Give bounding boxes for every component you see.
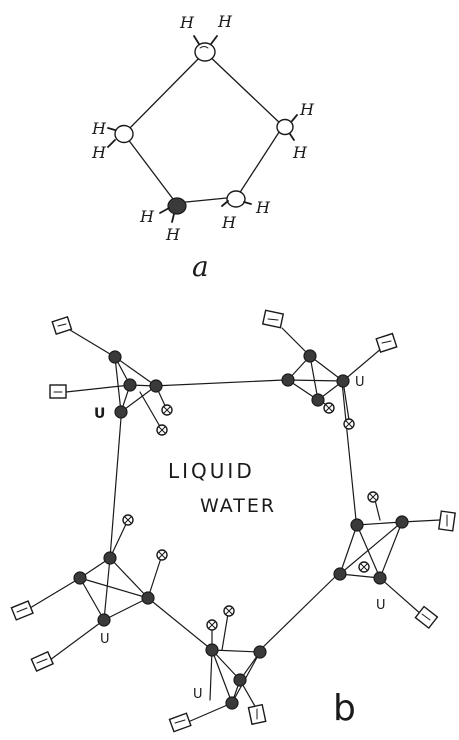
rectangle-marker bbox=[10, 600, 34, 621]
cluster-right: U bbox=[333, 491, 456, 630]
h-label: H bbox=[91, 119, 107, 138]
rectangle-marker bbox=[247, 703, 267, 726]
h-label: H bbox=[179, 13, 195, 32]
rectangle-marker bbox=[168, 712, 192, 733]
u-letter: U bbox=[355, 375, 365, 390]
rectangle-marker bbox=[30, 650, 54, 672]
h-label: H bbox=[217, 12, 233, 31]
ring-atom-right bbox=[276, 118, 294, 136]
liquid-label: LIQUID bbox=[168, 459, 255, 483]
crossed-atom bbox=[367, 491, 379, 503]
h-label: H bbox=[165, 225, 181, 244]
ring-atom-lower-left bbox=[167, 197, 187, 215]
h-label: H bbox=[139, 207, 155, 226]
panel-a-ring: H H H H H H H H H H a bbox=[91, 12, 315, 283]
rectangle-marker bbox=[375, 332, 398, 354]
crossed-atom bbox=[206, 619, 218, 631]
cluster-bottom: U bbox=[168, 605, 267, 733]
ring-atom-lower-right bbox=[226, 190, 246, 208]
hydrogen-labels: H H H H H H H H H H bbox=[91, 12, 315, 244]
ring-bonds bbox=[123, 51, 284, 204]
panel-a-label: a bbox=[192, 250, 209, 283]
crossed-atom bbox=[343, 418, 355, 430]
ring-atom-top bbox=[194, 42, 216, 62]
water-label: WATER bbox=[200, 495, 276, 517]
crossed-atom bbox=[156, 549, 168, 561]
rectangle-marker bbox=[49, 384, 67, 399]
h-label: H bbox=[91, 143, 107, 162]
crossed-atom bbox=[358, 561, 370, 573]
ring-atom-left bbox=[114, 124, 134, 144]
rectangle-marker bbox=[414, 605, 439, 630]
rectangle-marker bbox=[438, 510, 456, 532]
cluster-left: U bbox=[10, 514, 168, 672]
rectangle-marker bbox=[51, 315, 73, 336]
u-letter: U bbox=[193, 687, 203, 702]
crossed-atom bbox=[156, 424, 168, 436]
crossed-atom bbox=[161, 404, 173, 416]
panel-b-network: U bbox=[10, 309, 456, 733]
u-letter: U bbox=[376, 598, 386, 613]
panel-b-label: b bbox=[333, 688, 356, 729]
crossed-atom bbox=[323, 402, 335, 414]
h-label: H bbox=[299, 100, 315, 119]
crossed-atom bbox=[122, 514, 134, 526]
hydrogen-bonds bbox=[107, 35, 298, 223]
crossed-atom bbox=[223, 605, 235, 617]
h-label: H bbox=[221, 213, 237, 232]
h-label: H bbox=[292, 143, 308, 162]
rectangle-marker bbox=[261, 309, 285, 329]
u-letter: U bbox=[94, 406, 105, 422]
h-label: H bbox=[255, 198, 271, 217]
cluster-top-left: U bbox=[49, 315, 173, 436]
ring-bonds-b bbox=[109, 379, 357, 653]
u-letter: U bbox=[100, 632, 110, 647]
cluster-top-right: U bbox=[261, 309, 398, 430]
